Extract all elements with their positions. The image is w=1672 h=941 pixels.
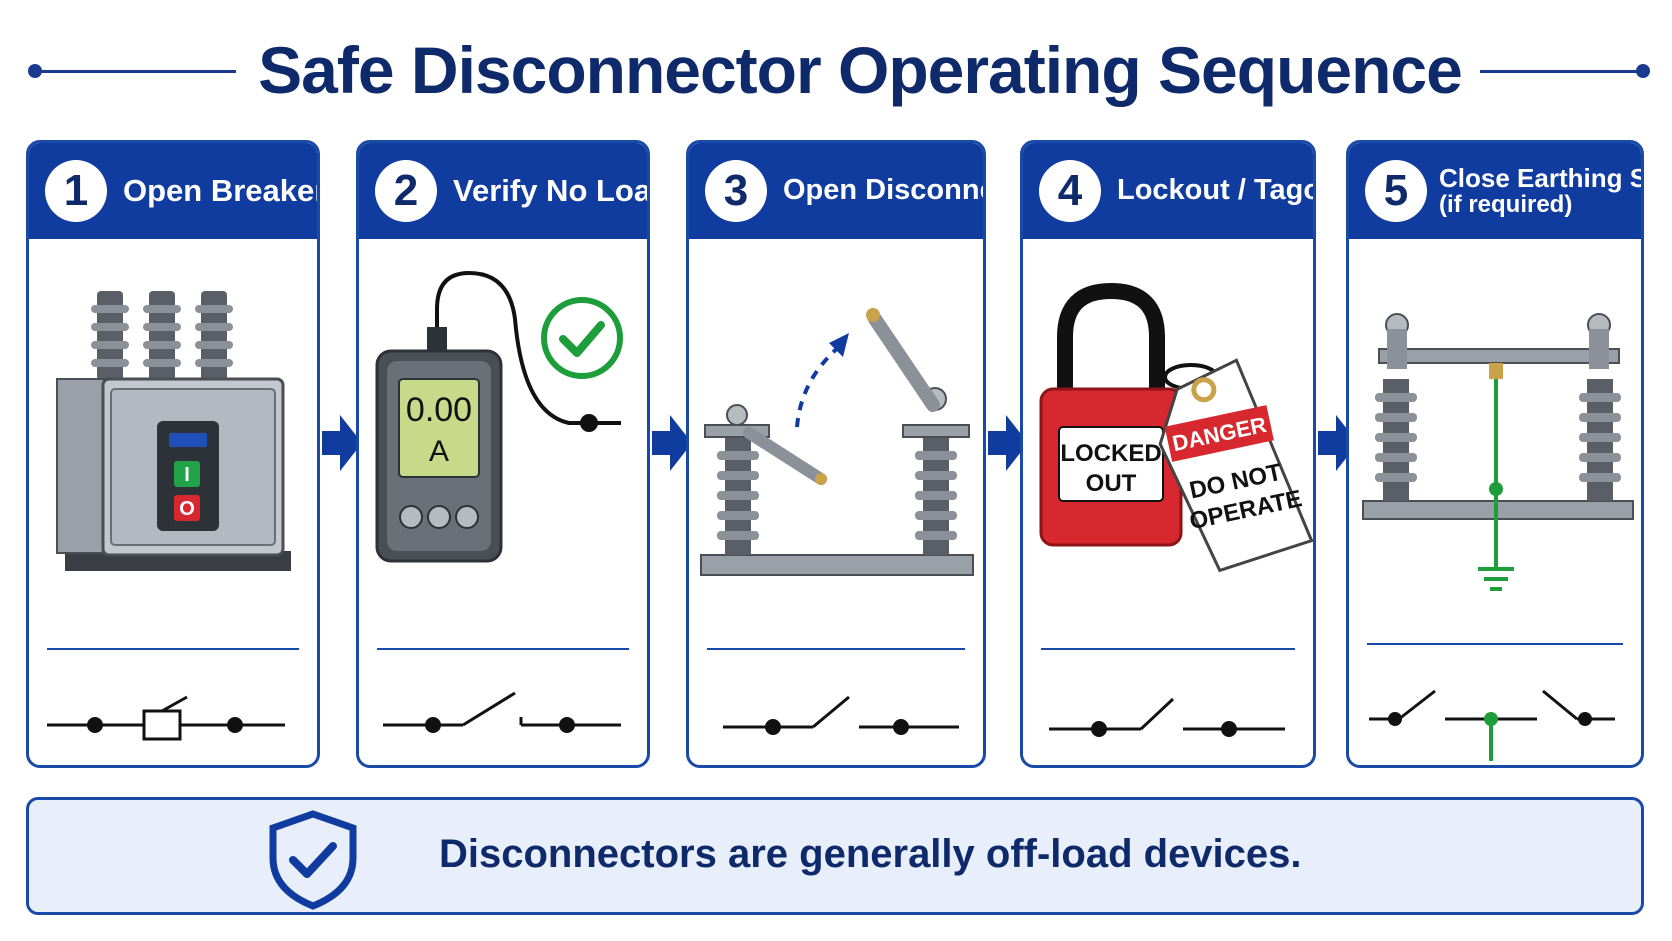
step-5-divider bbox=[1367, 643, 1623, 645]
step-2-illustration: 0.00 A bbox=[359, 239, 647, 629]
title-decoration-dot-right bbox=[1636, 64, 1650, 78]
step-4-panel: 4 Lockout / Tagout LOCKED OUT DANGER DO … bbox=[1020, 140, 1316, 768]
step-4-divider bbox=[1041, 648, 1295, 650]
danger-tag-icon: DANGER DO NOT OPERATE bbox=[1158, 358, 1313, 573]
step-4-header: 4 Lockout / Tagout bbox=[1023, 143, 1313, 239]
flow-arrow-4-icon bbox=[1318, 415, 1358, 471]
step-2-circuit-symbol bbox=[359, 663, 647, 763]
step-5-subtitle: (if required) bbox=[1439, 191, 1573, 219]
step-2-number: 2 bbox=[375, 160, 437, 222]
page-title: Safe Disconnector Operating Sequence bbox=[258, 33, 1463, 107]
earthing-closed-symbol-icon bbox=[1369, 689, 1615, 761]
step-5-title: Close Earthing Switch bbox=[1439, 162, 1641, 193]
step-2-panel: 2 Verify No Load 0.00 A bbox=[356, 140, 650, 768]
ammeter-icon: 0.00 A bbox=[375, 270, 621, 563]
lock-label-line-1: LOCKED bbox=[1060, 440, 1161, 467]
title-decoration-line-left bbox=[36, 70, 236, 73]
step-5-header: 5 Close Earthing Switch (if required) bbox=[1349, 143, 1641, 239]
disconnector-open-icon bbox=[700, 308, 974, 576]
step-1-title: Open Breaker bbox=[123, 172, 320, 208]
step-4-illustration: LOCKED OUT DANGER DO NOT OPERATE bbox=[1023, 239, 1313, 629]
step-3-title: Open Disconnector bbox=[783, 174, 983, 207]
disconnector-open-symbol-icon bbox=[723, 695, 959, 735]
note-banner: Disconnectors are generally off-load dev… bbox=[26, 797, 1644, 915]
step-5-title-block: Close Earthing Switch (if required) bbox=[1439, 162, 1641, 219]
locked-open-symbol-icon bbox=[1049, 697, 1285, 737]
breaker-open-symbol-icon bbox=[47, 695, 285, 741]
lock-label-line-2: OUT bbox=[1086, 470, 1137, 497]
step-1-header: 1 Open Breaker bbox=[29, 143, 317, 239]
title-row: Safe Disconnector Operating Sequence bbox=[0, 22, 1672, 122]
breaker-on-label: I bbox=[184, 464, 190, 486]
step-1-panel: 1 Open Breaker I bbox=[26, 140, 320, 768]
breaker-off-label: O bbox=[179, 498, 195, 520]
title-decoration-dot-left bbox=[28, 64, 42, 78]
step-3-illustration bbox=[689, 239, 983, 629]
step-3-number: 3 bbox=[705, 160, 767, 222]
shield-check-icon bbox=[269, 810, 357, 910]
check-circle-icon bbox=[541, 297, 623, 379]
step-3-panel: 3 Open Disconnector bbox=[686, 140, 986, 768]
step-2-divider bbox=[377, 648, 629, 650]
step-2-title: Verify No Load bbox=[453, 172, 650, 208]
title-decoration-line-right bbox=[1480, 70, 1640, 73]
meter-unit: A bbox=[429, 435, 449, 468]
step-4-circuit-symbol bbox=[1023, 663, 1313, 763]
step-3-circuit-symbol bbox=[689, 663, 983, 763]
step-3-divider bbox=[707, 648, 965, 650]
step-2-header: 2 Verify No Load bbox=[359, 143, 647, 239]
step-1-illustration: I O bbox=[29, 239, 317, 629]
earthing-switch-icon bbox=[1362, 313, 1634, 591]
flow-arrow-2-icon bbox=[652, 415, 692, 471]
step-5-number: 5 bbox=[1365, 160, 1427, 222]
note-text: Disconnectors are generally off-load dev… bbox=[439, 832, 1302, 876]
step-1-divider bbox=[47, 648, 299, 650]
switch-open-symbol-icon bbox=[383, 691, 621, 733]
step-3-header: 3 Open Disconnector bbox=[689, 143, 983, 239]
step-1-circuit-symbol bbox=[29, 663, 317, 763]
flow-arrow-1-icon bbox=[322, 415, 362, 471]
step-5-panel: 5 Close Earthing Switch (if required) bbox=[1346, 140, 1644, 768]
circuit-breaker-icon: I O bbox=[56, 291, 291, 571]
step-4-number: 4 bbox=[1039, 160, 1101, 222]
flow-arrow-3-icon bbox=[988, 415, 1028, 471]
step-1-number: 1 bbox=[45, 160, 107, 222]
meter-reading: 0.00 bbox=[406, 391, 472, 429]
step-5-illustration bbox=[1349, 239, 1641, 629]
padlock-icon: LOCKED OUT bbox=[1039, 282, 1183, 547]
step-5-circuit-symbol bbox=[1349, 663, 1641, 763]
step-4-title: Lockout / Tagout bbox=[1117, 174, 1313, 207]
